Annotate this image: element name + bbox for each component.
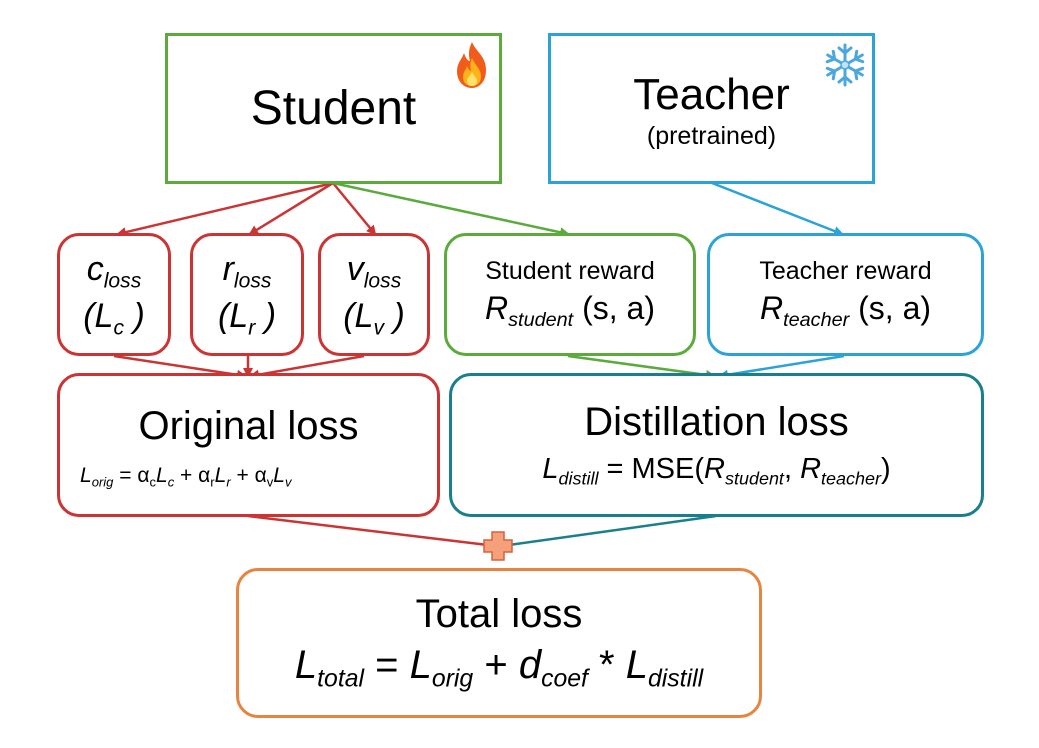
v-loss-box: vloss (Lv ) <box>318 233 430 356</box>
teacher-reward-formula: Rteacher (s, a) <box>759 290 932 331</box>
arrow-student-to-c-loss <box>116 181 334 238</box>
distillation-loss-title: Distillation loss <box>584 400 849 445</box>
line-distill-to-plus <box>501 514 717 548</box>
teacher-box: Teacher (pretrained) <box>548 33 875 184</box>
arrow-student-to-student-reward <box>332 181 570 238</box>
arrow-v-loss-to-original <box>249 354 365 380</box>
c-loss-notation: (Lc ) <box>83 296 145 339</box>
arrow-c-loss-to-original <box>113 354 247 380</box>
teacher-subtitle: (pretrained) <box>646 122 777 150</box>
total-loss-formula: Ltotal = Lorig + dcoef * Ldistill <box>294 643 704 693</box>
student-box: Student <box>165 33 502 184</box>
r-loss-box: rloss (Lr ) <box>190 233 304 356</box>
original-loss-box: Original loss Lorig = αcLc + αrLr + αvLv <box>57 373 440 517</box>
v-loss-symbol: vloss <box>346 249 402 293</box>
arrow-teacher-reward-to-distill <box>718 354 845 380</box>
total-loss-title: Total loss <box>415 592 583 637</box>
plus-icon <box>483 531 513 561</box>
student-reward-box: Student reward Rstudent (s, a) <box>444 233 696 356</box>
v-loss-notation: (Lv ) <box>343 296 405 339</box>
r-loss-notation: (Lr ) <box>217 296 277 339</box>
original-loss-formula: Lorig = αcLc + αrLr + αvLv <box>80 464 292 490</box>
c-loss-box: closs (Lc ) <box>57 233 171 356</box>
snowflake-icon <box>823 43 867 87</box>
teacher-reward-title: Teacher reward <box>759 257 932 286</box>
student-reward-title: Student reward <box>485 257 655 286</box>
r-loss-symbol: rloss <box>222 249 272 293</box>
distillation-loss-formula: Ldistill = MSE(Rstudent, Rteacher) <box>542 453 891 489</box>
arrow-student-to-v-loss <box>332 182 377 236</box>
arrow-student-to-r-loss <box>248 181 334 236</box>
arrow-teacher-to-teacher-reward <box>711 181 844 236</box>
original-loss-title: Original loss <box>138 404 359 448</box>
distillation-loss-box: Distillation loss Ldistill = MSE(Rstuden… <box>449 373 984 517</box>
arrow-student-reward-to-distill <box>567 354 716 380</box>
line-original-to-plus <box>247 514 497 548</box>
c-loss-symbol: closs <box>86 249 142 293</box>
student-title: Student <box>250 82 417 135</box>
total-loss-box: Total loss Ltotal = Lorig + dcoef * Ldis… <box>236 568 762 718</box>
student-reward-formula: Rstudent (s, a) <box>485 290 655 331</box>
teacher-reward-box: Teacher reward Rteacher (s, a) <box>707 233 984 356</box>
teacher-title: Teacher <box>633 70 790 119</box>
fire-icon <box>457 42 486 88</box>
